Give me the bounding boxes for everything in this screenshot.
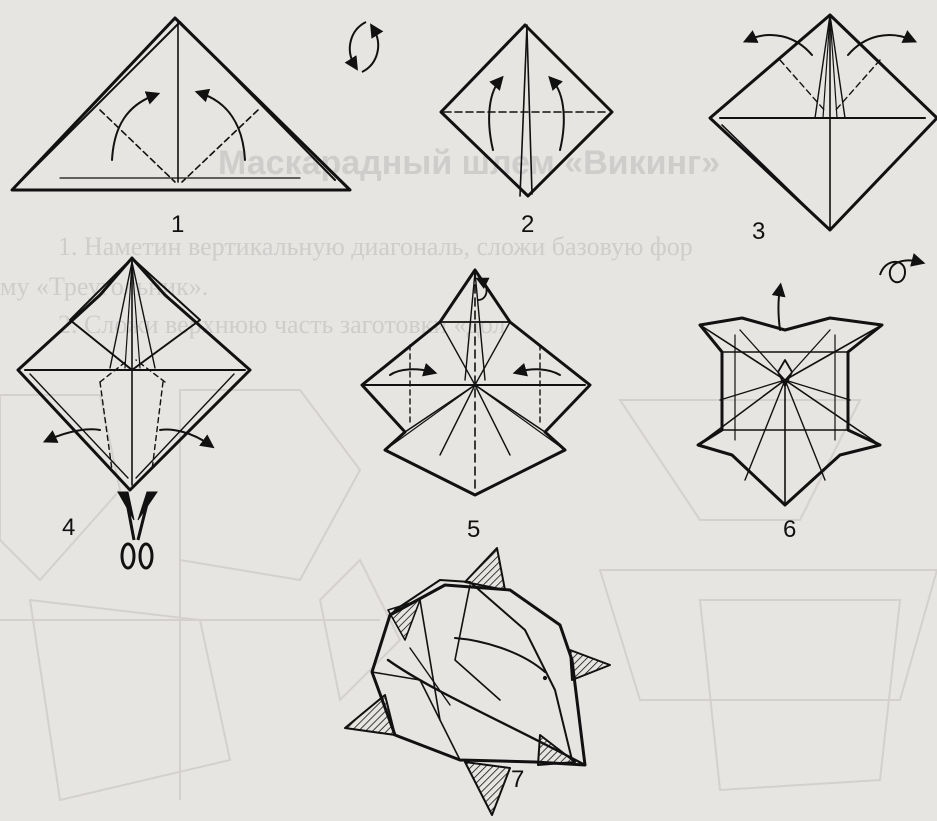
step-5-figure	[362, 270, 590, 495]
step-7-figure	[345, 548, 610, 815]
step-2-label: 2	[521, 213, 534, 237]
step-5-label: 5	[467, 518, 480, 542]
step-6-label: 6	[783, 518, 796, 542]
scissors-icon	[118, 492, 157, 568]
step-4-label: 4	[62, 516, 75, 540]
turn-over-icon	[880, 261, 920, 283]
rotate-over-icon	[350, 22, 378, 72]
step-7-label: 7	[511, 768, 524, 792]
step-3-figure	[710, 15, 937, 230]
step-6-figure	[698, 288, 882, 505]
step-3-label: 3	[752, 220, 765, 244]
step-2-figure	[441, 25, 612, 196]
step-1-label: 1	[171, 213, 184, 237]
step-1-figure	[12, 18, 350, 190]
step-4-figure	[18, 258, 250, 490]
